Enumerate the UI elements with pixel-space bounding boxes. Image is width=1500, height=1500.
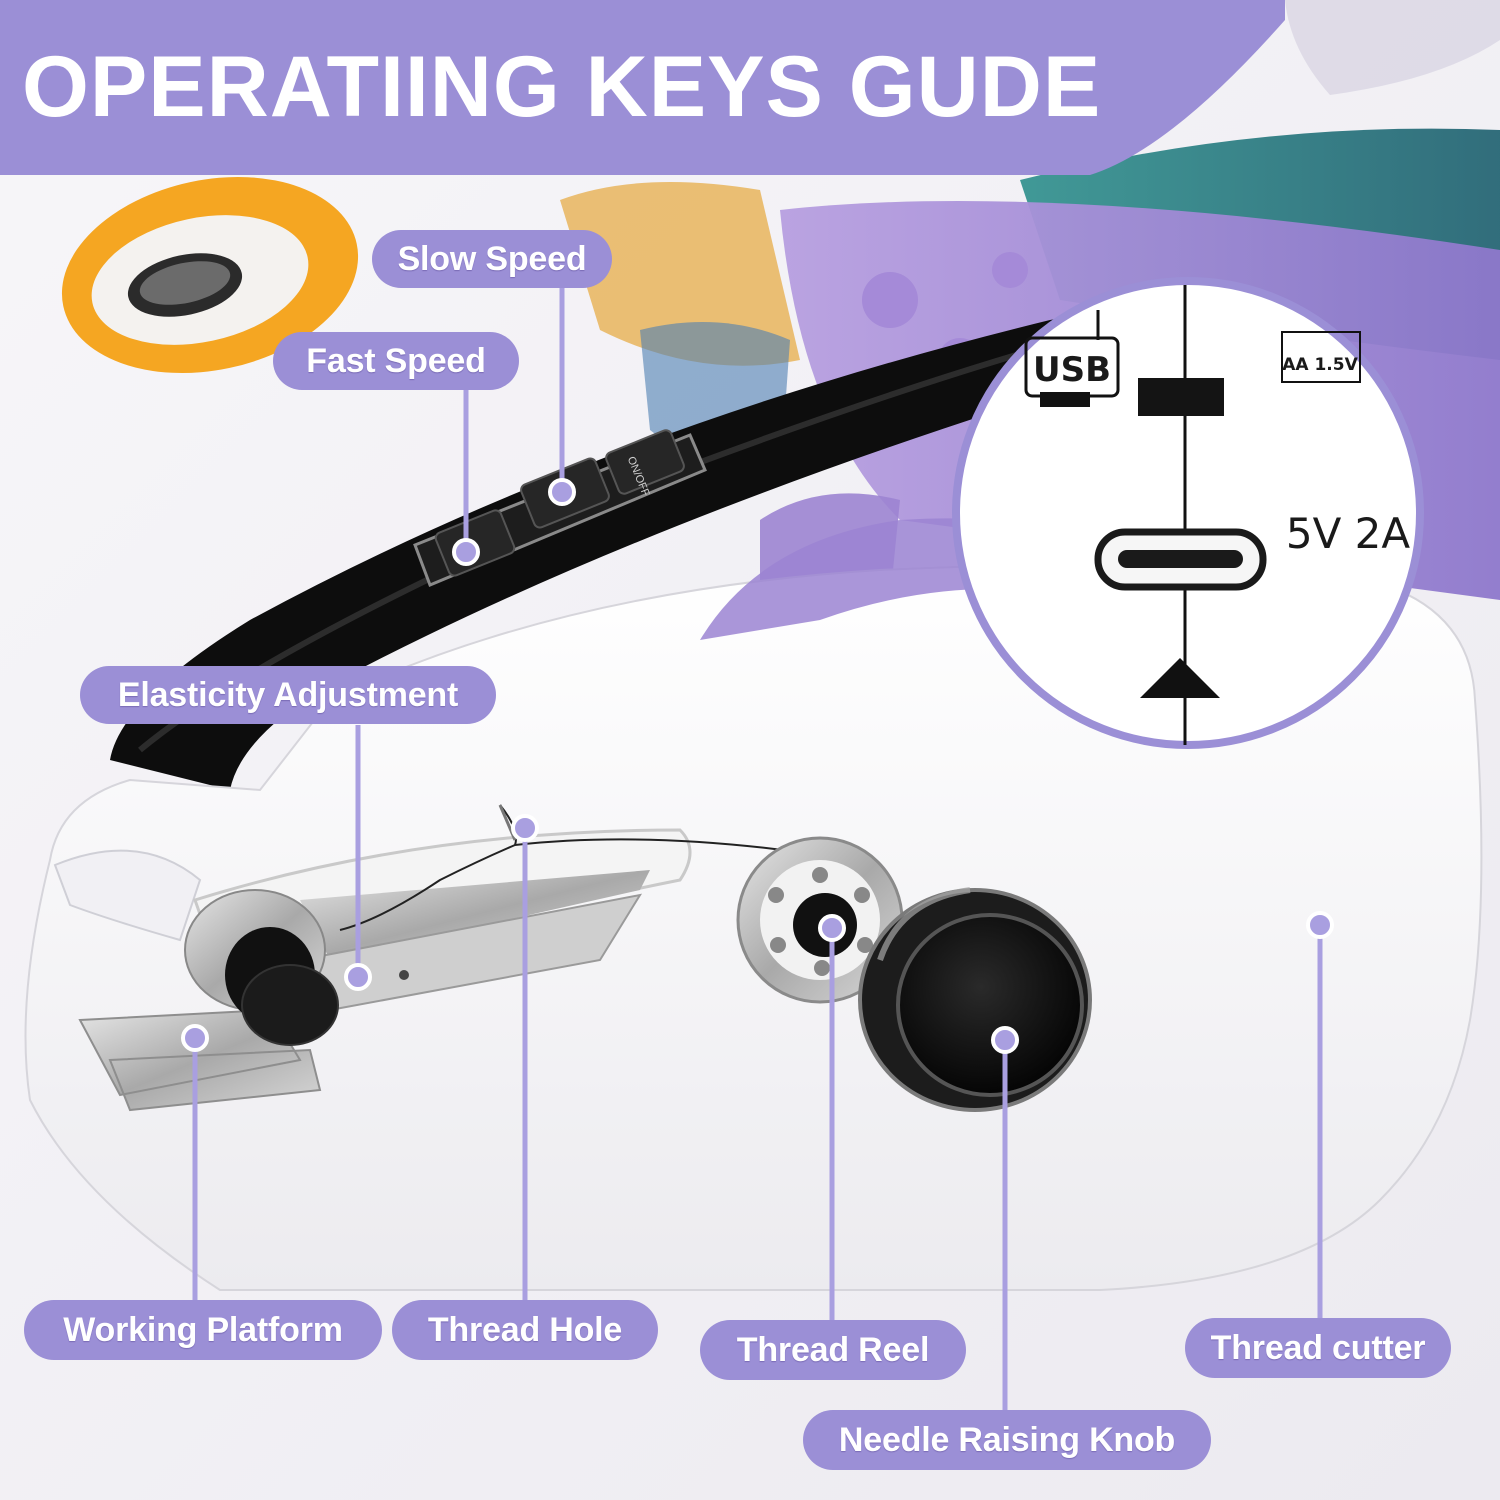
scissors-ring-decor (61, 176, 359, 374)
thread-cutter-label: Thread cutter (1185, 1318, 1451, 1378)
needle-raising-knob[interactable] (858, 887, 1092, 1112)
presser-area (193, 828, 692, 1012)
direction-triangle-icon (1140, 658, 1220, 698)
thread-hole-label: Thread Hole (392, 1300, 658, 1360)
battery-label: AA 1.5V (1282, 355, 1358, 375)
usb-label: USB (1033, 350, 1111, 390)
leader-lines (192, 288, 1323, 1410)
working-platform-label: Working Platform (24, 1300, 382, 1360)
needle-raising-knob-label: Needle Raising Knob (803, 1410, 1211, 1470)
title-banner (0, 0, 1500, 175)
power-rating-label: 5V 2A (1286, 509, 1411, 558)
elasticity-adjustment-knob[interactable] (184, 889, 339, 1046)
thread-reel[interactable] (736, 836, 904, 1004)
power-button[interactable] (604, 428, 685, 495)
slow-speed-label: Slow Speed (372, 230, 612, 288)
charging-port-inset (952, 277, 1424, 749)
fast-speed-label: Fast Speed (273, 332, 519, 390)
thread-reel-label: Thread Reel (700, 1320, 966, 1380)
leader-dots (181, 478, 1334, 1054)
power-switch[interactable] (1138, 378, 1224, 416)
elasticity-adjustment-label: Elasticity Adjustment (80, 666, 496, 724)
page-title: OPERATIING KEYS GUDE (22, 39, 1102, 135)
